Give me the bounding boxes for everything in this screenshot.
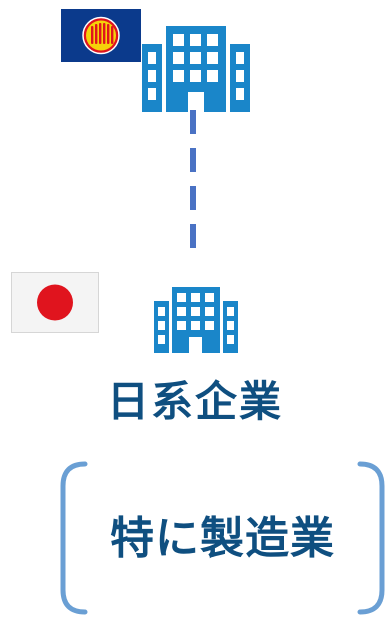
- bracket-frame: [60, 461, 385, 615]
- asean-flag-icon: [61, 9, 141, 62]
- office-building-icon: [154, 287, 238, 353]
- industry-subtitle: 特に製造業: [110, 513, 335, 564]
- company-type-title: 日系企業: [106, 377, 283, 426]
- japan-flag-icon: [11, 272, 99, 333]
- office-building-icon: [142, 26, 250, 112]
- dashed-connector-line: [190, 110, 196, 255]
